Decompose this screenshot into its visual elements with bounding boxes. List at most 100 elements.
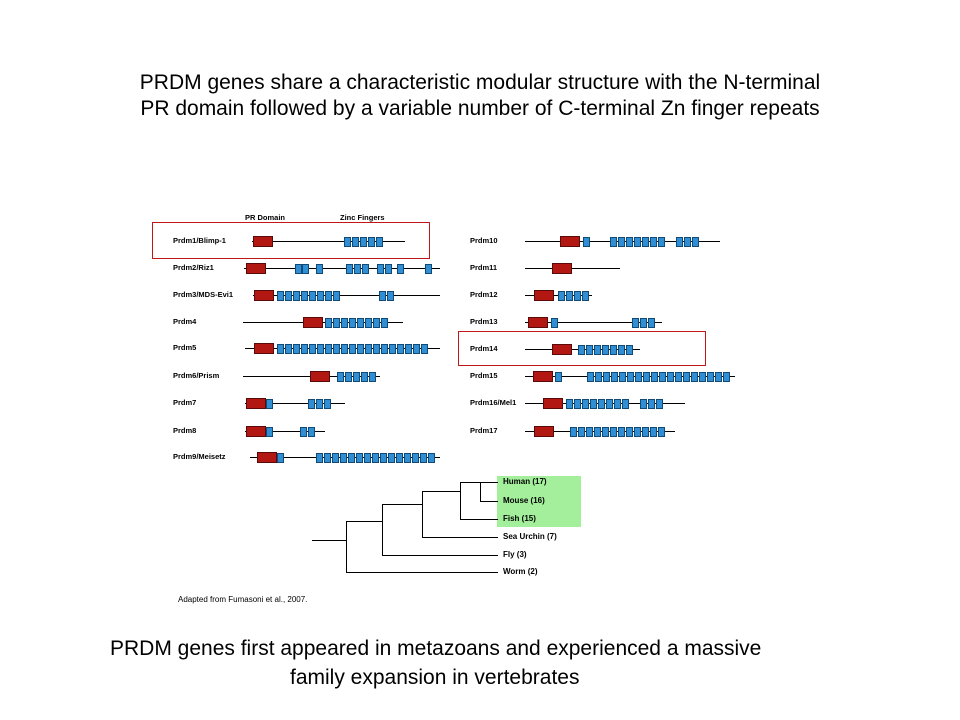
title-line-2: PR domain followed by a variable number … xyxy=(140,97,820,120)
taxon-label-fly: Fly (3) xyxy=(503,550,527,559)
zinc-finger-left-4-4 xyxy=(309,344,316,354)
zinc-finger-right-0-6 xyxy=(650,237,657,247)
zinc-finger-left-8-12 xyxy=(404,453,411,463)
conclusion-line-1: PRDM genes first appeared in metazoans a… xyxy=(110,637,762,660)
gene-label-right-3: Prdm13 xyxy=(470,317,498,326)
zinc-finger-left-8-4 xyxy=(340,453,347,463)
zinc-finger-left-4-9 xyxy=(349,344,356,354)
gene-backbone-left-3 xyxy=(243,322,403,323)
zinc-finger-right-3-1 xyxy=(632,318,639,328)
zinc-finger-left-0-4 xyxy=(376,237,383,247)
pr-domain-right-2 xyxy=(534,290,554,301)
tree-root-branch xyxy=(312,540,346,541)
zinc-finger-left-6-2 xyxy=(316,399,323,409)
pr-domain-left-2 xyxy=(254,290,274,301)
conclusion-line-2: family expansion in vertebrates xyxy=(290,666,580,689)
gene-backbone-left-2 xyxy=(253,295,440,296)
zinc-finger-right-4-5 xyxy=(618,345,625,355)
tree-branch-mouse xyxy=(480,501,498,502)
zinc-finger-right-5-1 xyxy=(587,372,594,382)
zinc-finger-right-5-3 xyxy=(603,372,610,382)
zinc-finger-right-0-9 xyxy=(684,237,691,247)
pr-domain-left-6 xyxy=(246,398,266,409)
zinc-finger-left-4-3 xyxy=(301,344,308,354)
zinc-finger-left-5-0 xyxy=(337,372,344,382)
zinc-finger-right-4-4 xyxy=(610,345,617,355)
zinc-finger-left-3-3 xyxy=(349,318,356,328)
slide-title: PRDM genes share a characteristic modula… xyxy=(0,70,960,122)
zinc-finger-right-5-2 xyxy=(595,372,602,382)
citation: Adapted from Fumasoni et al., 2007. xyxy=(178,595,308,604)
zinc-finger-left-1-1 xyxy=(302,264,309,274)
zinc-finger-left-5-4 xyxy=(369,372,376,382)
tree-branch-fly xyxy=(382,555,498,556)
zinc-finger-right-5-8 xyxy=(643,372,650,382)
zinc-finger-right-5-9 xyxy=(651,372,658,382)
gene-label-left-1: Prdm2/Riz1 xyxy=(173,263,214,272)
zinc-finger-left-6-1 xyxy=(308,399,315,409)
zinc-finger-right-0-0 xyxy=(583,237,590,247)
zinc-finger-left-4-16 xyxy=(405,344,412,354)
zinc-finger-right-4-1 xyxy=(586,345,593,355)
zinc-finger-right-0-3 xyxy=(626,237,633,247)
zinc-finger-left-8-1 xyxy=(316,453,323,463)
zinc-finger-right-2-3 xyxy=(582,291,589,301)
pr-domain-right-3 xyxy=(528,317,548,328)
tree-branch-sea-urchin xyxy=(422,537,498,538)
zinc-finger-left-8-13 xyxy=(412,453,419,463)
zinc-finger-right-6-1 xyxy=(574,399,581,409)
gene-backbone-right-3 xyxy=(525,322,662,323)
zinc-finger-left-3-4 xyxy=(357,318,364,328)
zinc-finger-left-8-7 xyxy=(364,453,371,463)
taxon-label-worm: Worm (2) xyxy=(503,567,538,576)
gene-label-left-0: Prdm1/Blimp-1 xyxy=(173,236,226,245)
zinc-finger-right-2-1 xyxy=(566,291,573,301)
tree-node-1 xyxy=(346,521,347,572)
zinc-finger-right-7-11 xyxy=(658,427,665,437)
taxon-label-human: Human (17) xyxy=(503,477,547,486)
tree-node-3 xyxy=(422,491,423,537)
zinc-finger-right-5-11 xyxy=(667,372,674,382)
zinc-finger-left-1-9 xyxy=(425,264,432,274)
gene-label-right-4: Prdm14 xyxy=(470,344,498,353)
zinc-finger-left-4-11 xyxy=(365,344,372,354)
zinc-finger-left-4-2 xyxy=(293,344,300,354)
zinc-finger-right-2-2 xyxy=(574,291,581,301)
zinc-finger-left-1-5 xyxy=(362,264,369,274)
pr-domain-right-0 xyxy=(560,236,580,247)
zinc-finger-left-4-18 xyxy=(421,344,428,354)
zinc-finger-right-5-5 xyxy=(619,372,626,382)
zinc-fingers-header: Zinc Fingers xyxy=(340,213,385,222)
zinc-finger-left-2-3 xyxy=(301,291,308,301)
pr-domain-left-5 xyxy=(310,371,330,382)
zinc-finger-left-2-4 xyxy=(309,291,316,301)
zinc-finger-left-4-15 xyxy=(397,344,404,354)
zinc-finger-right-5-17 xyxy=(715,372,722,382)
zinc-finger-right-6-10 xyxy=(656,399,663,409)
pr-domain-right-5 xyxy=(533,371,553,382)
zinc-finger-left-1-3 xyxy=(346,264,353,274)
zinc-finger-right-4-0 xyxy=(578,345,585,355)
zinc-finger-left-3-5 xyxy=(365,318,372,328)
zinc-finger-left-2-8 xyxy=(379,291,386,301)
gene-label-left-3: Prdm4 xyxy=(173,317,197,326)
gene-backbone-left-6 xyxy=(245,403,345,404)
zinc-finger-left-1-7 xyxy=(385,264,392,274)
tree-branch-fish xyxy=(460,519,498,520)
taxon-label-fish: Fish (15) xyxy=(503,514,536,523)
pr-domain-left-3 xyxy=(303,317,323,328)
pr-domain-left-7 xyxy=(246,426,266,437)
zinc-finger-left-1-4 xyxy=(354,264,361,274)
gene-label-right-1: Prdm11 xyxy=(470,263,498,272)
zinc-finger-left-3-0 xyxy=(325,318,332,328)
pr-domain-left-0 xyxy=(253,236,273,247)
pr-domain-right-6 xyxy=(543,398,563,409)
zinc-finger-left-7-1 xyxy=(300,427,307,437)
zinc-finger-right-0-1 xyxy=(610,237,617,247)
gene-label-left-7: Prdm8 xyxy=(173,426,197,435)
zinc-finger-left-8-11 xyxy=(396,453,403,463)
gene-backbone-left-7 xyxy=(245,431,325,432)
tree-node-2 xyxy=(382,504,383,555)
zinc-finger-left-4-14 xyxy=(389,344,396,354)
zinc-finger-right-0-10 xyxy=(692,237,699,247)
